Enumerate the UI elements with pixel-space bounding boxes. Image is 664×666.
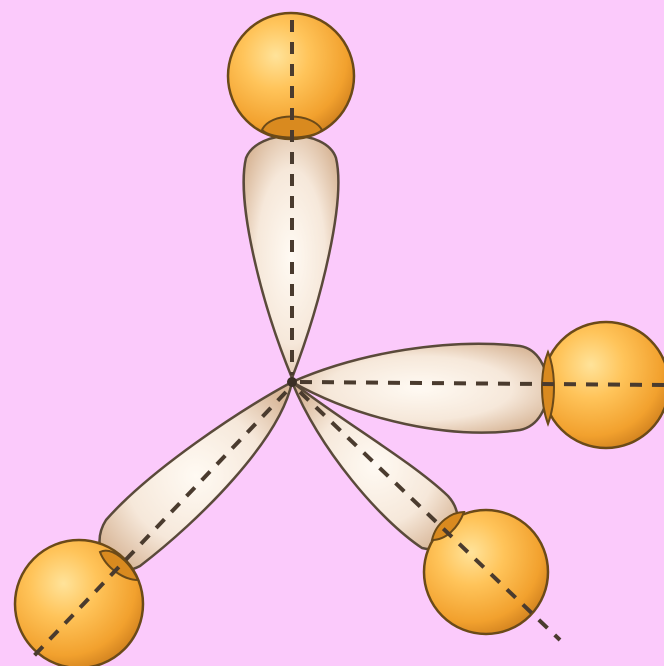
lobe-lower-left: [100, 382, 293, 570]
axis-lower-left: [30, 392, 286, 660]
atom-right: [543, 322, 664, 448]
central-atom: [287, 377, 297, 387]
lobe-top: [244, 136, 339, 379]
orbital-lobes: [100, 136, 548, 571]
overlap-right: [542, 352, 554, 424]
